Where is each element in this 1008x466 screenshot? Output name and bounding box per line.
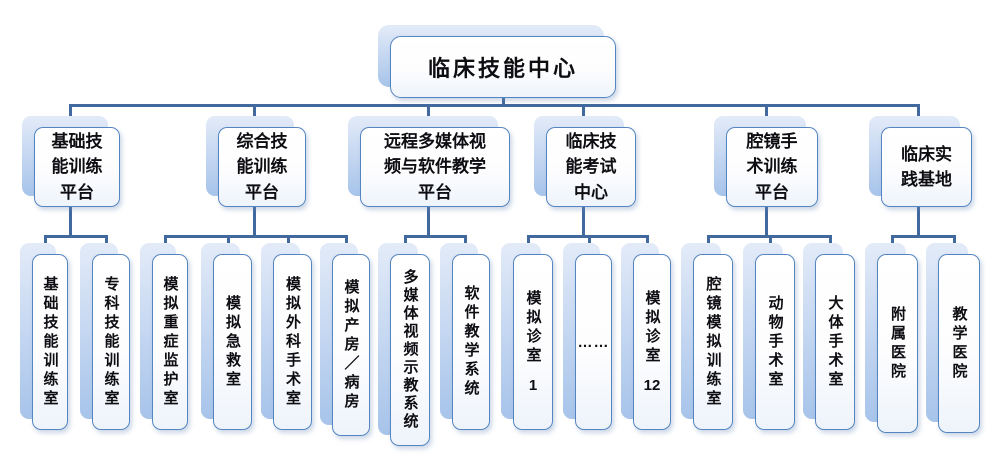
leaf-cadaver-operating-room: 大体手术室 [803, 243, 855, 430]
node-box: …… [575, 254, 612, 430]
node-clinical-practice-base: 临床实践基地 [869, 116, 972, 207]
leaf-label: 附属医院 [889, 305, 906, 382]
leaf-multimedia-demo-system: 多媒体视频示教系统 [378, 243, 430, 446]
node-remote-multimedia-platform: 远程多媒体视频与软件教学平台 [348, 116, 510, 207]
connector-root-stub [502, 96, 505, 107]
connector-group-stub [765, 206, 768, 237]
node-clinical-skills-center: 临床技能中心 [378, 25, 616, 98]
node-box: 模拟急救室 [213, 254, 252, 430]
leaf-label: 模拟诊室 [524, 290, 542, 366]
node-box: 多媒体视频示教系统 [390, 254, 430, 446]
leaf-teaching-hospital: 教学医院 [926, 243, 980, 433]
leaf-number: 1 [528, 377, 538, 394]
leaf-exam-room-1: 模拟诊室 1 [501, 243, 553, 430]
node-box: 附属医院 [877, 254, 918, 433]
node-basic-skills-platform: 基础技能训练平台 [22, 116, 120, 207]
node-box: 综合技能训练平台 [218, 127, 306, 207]
leaf-label-group: 模拟诊室 1 [524, 290, 542, 394]
leaf-software-teaching-system: 软件教学系统 [440, 243, 490, 430]
node-box: 动物手术室 [755, 254, 795, 430]
leaf-label: 专科技能训练室 [102, 275, 120, 409]
node-box: 临床技能考试中心 [546, 127, 636, 207]
node-box: 腔镜模拟训练室 [693, 254, 733, 430]
node-box: 腔镜手术训练平台 [726, 127, 818, 207]
leaf-simulated-surgery-room: 模拟外科手术室 [261, 243, 312, 430]
node-box: 模拟重症监护室 [152, 254, 188, 430]
node-box: 临床实践基地 [881, 127, 972, 207]
leaf-simulated-emergency-room: 模拟急救室 [201, 243, 252, 430]
connector-group-stub [253, 206, 256, 237]
platform-label: 远程多媒体视频与软件教学平台 [384, 131, 486, 202]
leaf-label: 模拟重症监护室 [161, 275, 179, 409]
platform-label: 临床实践基地 [901, 144, 952, 190]
connector-bracket [404, 235, 467, 238]
leaf-label: 模拟产房／病房 [342, 278, 360, 412]
node-box: 模拟诊室 12 [633, 254, 671, 430]
root-label: 临床技能中心 [427, 56, 578, 81]
leaf-animal-operating-room: 动物手术室 [743, 243, 795, 430]
leaf-label-group: 模拟诊室 12 [644, 290, 661, 394]
leaf-label: 教学医院 [950, 305, 968, 382]
node-endoscopic-surgery-platform: 腔镜手术训练平台 [714, 116, 818, 207]
leaf-label: 大体手术室 [826, 294, 844, 390]
leaf-label: 腔镜模拟训练室 [704, 275, 722, 409]
node-exam-center: 临床技能考试中心 [534, 116, 636, 207]
node-box: 软件教学系统 [452, 254, 490, 430]
connector-main-horizontal [69, 104, 920, 107]
node-box: 基础技能训练室 [32, 254, 68, 430]
leaf-label: 模拟急救室 [224, 294, 241, 390]
leaf-number: 12 [643, 377, 661, 394]
leaf-affiliated-hospital: 附属医院 [865, 243, 918, 433]
connector-bracket [891, 235, 956, 238]
node-comprehensive-skills-platform: 综合技能训练平台 [206, 116, 306, 207]
node-box: 远程多媒体视频与软件教学平台 [360, 127, 510, 207]
connector-group-stub [69, 206, 72, 237]
node-box: 教学医院 [938, 254, 980, 433]
leaf-exam-room-12: 模拟诊室 12 [621, 243, 671, 430]
leaf-label: 多媒体视频示教系统 [401, 269, 419, 431]
leaf-simulated-delivery-ward: 模拟产房／病房 [320, 243, 370, 436]
leaf-simulated-icu: 模拟重症监护室 [140, 243, 188, 430]
node-box: 模拟产房／病房 [332, 254, 370, 436]
leaf-basic-skills-room: 基础技能训练室 [20, 243, 68, 430]
leaf-label: 基础技能训练室 [41, 275, 59, 409]
connector-group-stub [582, 206, 585, 237]
platform-label: 基础技能训练平台 [51, 131, 103, 202]
platform-label: 综合技能训练平台 [236, 131, 288, 202]
connector-bracket [44, 235, 108, 238]
node-box: 大体手术室 [815, 254, 855, 430]
leaf-label: 动物手术室 [766, 294, 784, 390]
leaf-specialty-skills-room: 专科技能训练室 [80, 243, 130, 430]
leaf-label: 模拟外科手术室 [284, 275, 301, 409]
node-box: 临床技能中心 [390, 36, 616, 98]
leaf-endoscopic-training-room: 腔镜模拟训练室 [681, 243, 733, 430]
node-box: 模拟外科手术室 [273, 254, 312, 430]
platform-label: 腔镜手术训练平台 [746, 131, 798, 202]
leaf-label: 软件教学系统 [462, 285, 480, 399]
node-box: 基础技能训练平台 [34, 127, 120, 207]
node-box: 专科技能训练室 [92, 254, 130, 430]
node-box: 模拟诊室 1 [513, 254, 553, 430]
connector-bracket [164, 235, 348, 238]
connector-group-stub [917, 206, 920, 237]
leaf-exam-room-ellipsis: …… [563, 243, 612, 430]
platform-label: 临床技能考试中心 [565, 131, 617, 202]
leaf-label: 模拟诊室 [643, 290, 661, 366]
ellipsis-label: …… [577, 333, 610, 351]
connector-group-stub [427, 206, 430, 237]
